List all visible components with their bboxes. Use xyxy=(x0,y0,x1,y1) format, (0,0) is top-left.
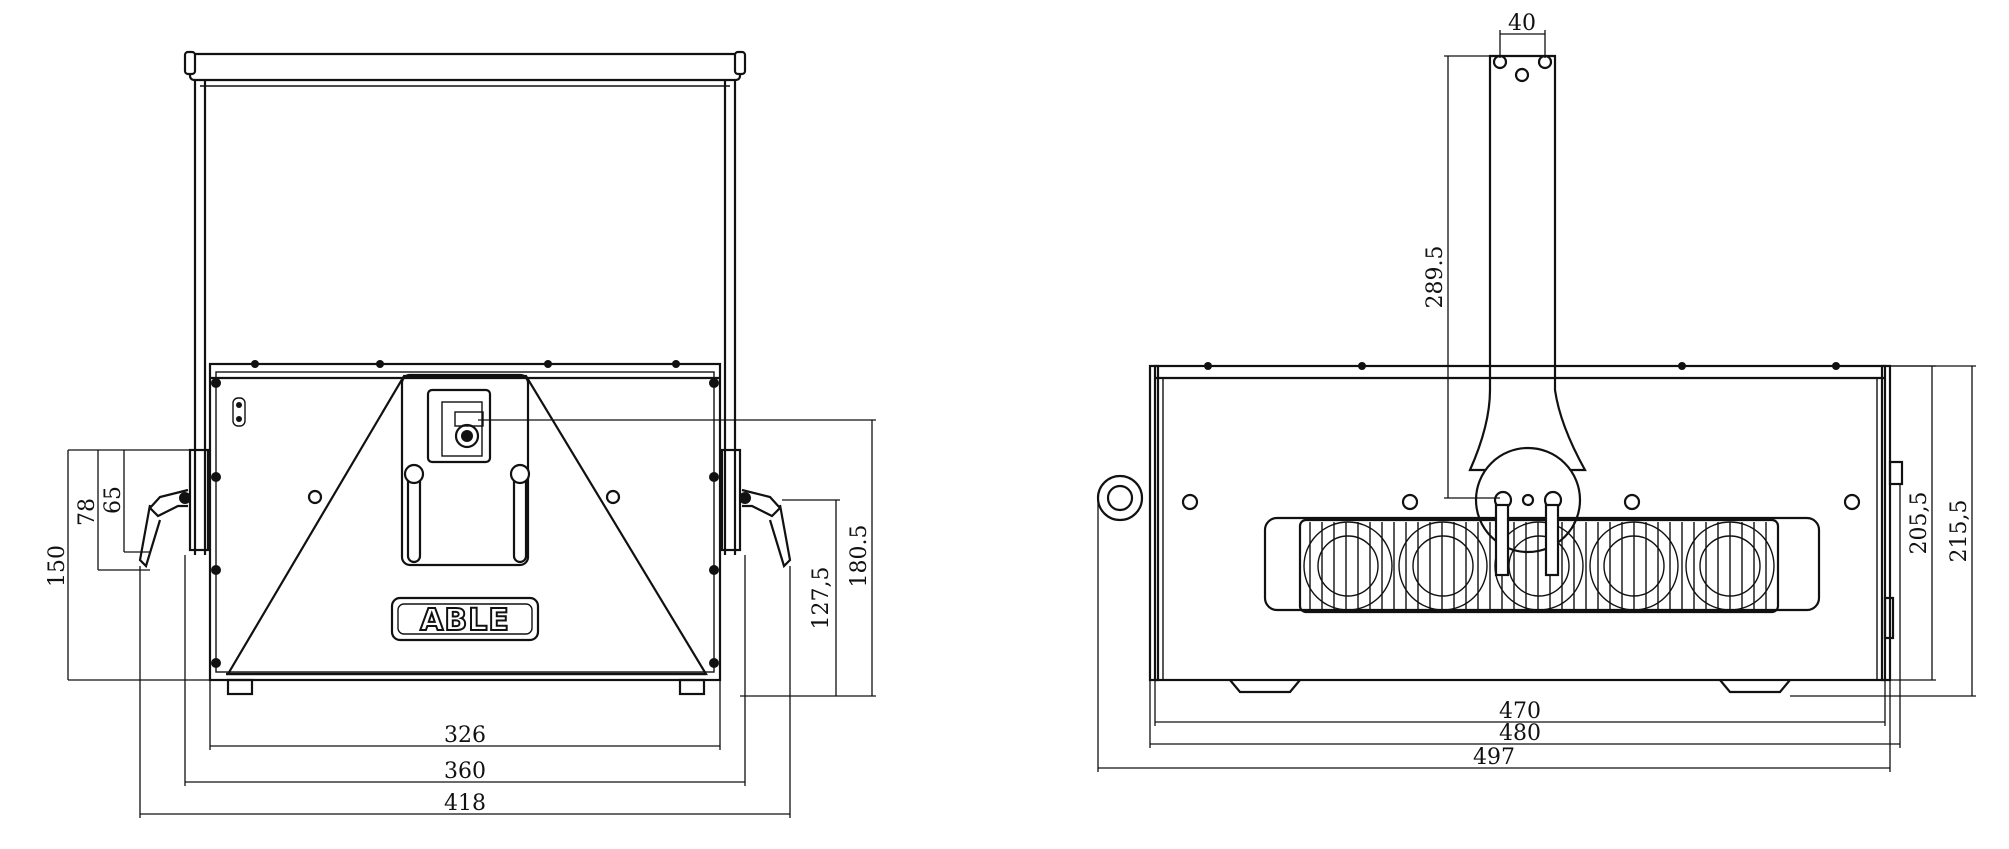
brand-logo-text: ABLE xyxy=(420,603,510,638)
laser-aperture xyxy=(454,423,480,449)
side-dimensions: 40 289.5 205,5 215,5 470 480 xyxy=(1097,11,1976,772)
side-housing xyxy=(1148,362,1892,682)
cooling-fan-vent xyxy=(1263,516,1821,614)
front-view: ABLE 150 78 xyxy=(45,50,876,818)
dim-418: 418 xyxy=(444,791,486,816)
mounting-brackets xyxy=(138,448,792,569)
dim-40: 40 xyxy=(1508,11,1536,36)
side-view: 40 289.5 205,5 215,5 470 480 xyxy=(1096,11,1976,772)
dim-180-5: 180.5 xyxy=(847,525,872,588)
dim-480: 480 xyxy=(1499,721,1541,746)
power-connector xyxy=(1883,460,1904,640)
front-feet xyxy=(226,678,706,696)
dim-127-5: 127,5 xyxy=(809,567,834,630)
dim-360: 360 xyxy=(444,759,486,784)
front-housing xyxy=(208,360,722,682)
dim-326: 326 xyxy=(444,723,486,748)
side-feet xyxy=(1229,679,1791,694)
dim-470: 470 xyxy=(1499,699,1541,724)
dim-497: 497 xyxy=(1473,745,1515,770)
carry-handle xyxy=(183,50,747,555)
dim-78: 78 xyxy=(75,498,100,526)
mounting-arm xyxy=(1468,54,1587,554)
dim-65: 65 xyxy=(101,486,126,514)
dim-205-5: 205,5 xyxy=(1907,492,1932,555)
arm-clamp-levers xyxy=(1494,503,1560,577)
safety-eye-ring xyxy=(1096,474,1144,522)
dim-289-5: 289.5 xyxy=(1423,246,1448,309)
aperture-plate xyxy=(226,373,708,676)
brand-logo: ABLE xyxy=(390,596,540,642)
dim-215-5: 215,5 xyxy=(1947,500,1972,563)
dim-150: 150 xyxy=(45,545,70,587)
front-dimensions: 150 78 65 127,5 180.5 326 xyxy=(45,419,876,818)
